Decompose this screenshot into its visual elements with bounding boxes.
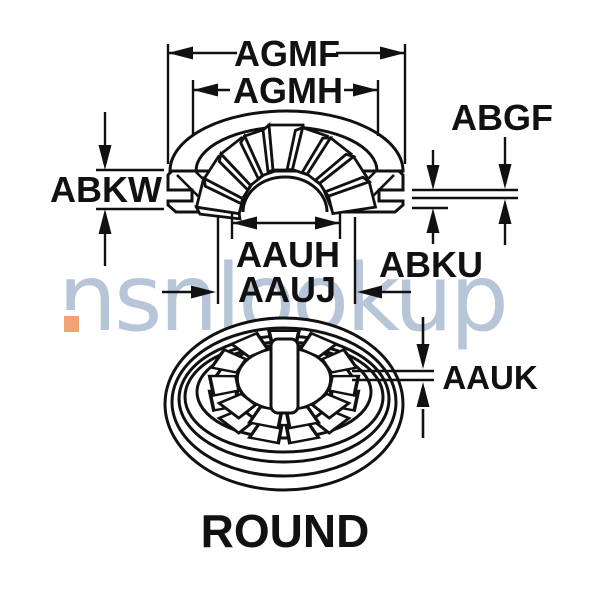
aauj-arrow-right bbox=[357, 285, 382, 299]
abku-dimension bbox=[426, 150, 440, 244]
aauh-dimension bbox=[230, 213, 342, 239]
agmh-arrow-left bbox=[193, 83, 218, 97]
spline-teeth bbox=[194, 122, 378, 221]
label-abkw: ABKW bbox=[50, 169, 162, 210]
label-aauk: AAUK bbox=[442, 359, 537, 396]
agmf-arrow-left bbox=[168, 46, 193, 60]
lip-reference-lines bbox=[412, 188, 518, 210]
label-aauh: AAUH bbox=[236, 234, 340, 275]
abgf-arrow-up bbox=[498, 199, 512, 224]
spline-tooth bbox=[202, 154, 255, 206]
aauj-arrow-left bbox=[191, 285, 216, 299]
aauh-arrow-right bbox=[315, 216, 340, 230]
abku-arrow-up bbox=[426, 208, 440, 233]
gear-teeth-top bbox=[207, 329, 361, 430]
label-aauj: AAUJ bbox=[238, 269, 336, 310]
label-abku: ABKU bbox=[379, 244, 483, 285]
abgf-dimension bbox=[498, 137, 512, 245]
aauk-dimension bbox=[352, 317, 434, 438]
abkw-dimension bbox=[96, 112, 164, 266]
watermark-gap bbox=[61, 310, 81, 316]
label-abgf: ABGF bbox=[451, 97, 553, 138]
gear-center-slot bbox=[269, 337, 300, 415]
abkw-arrow-up bbox=[98, 209, 112, 234]
abku-arrow-down bbox=[426, 165, 440, 190]
aauk-arrow-up-head bbox=[416, 382, 430, 407]
agmf-arrow-right bbox=[380, 46, 405, 60]
label-agmh: AGMH bbox=[233, 70, 343, 111]
aauk-arrow-down-head bbox=[416, 344, 430, 369]
label-agmf: AGMF bbox=[234, 33, 340, 74]
shape-caption: ROUND bbox=[201, 505, 370, 557]
abkw-arrow-down bbox=[98, 145, 112, 170]
bore-arc bbox=[241, 175, 329, 213]
agmh-arrow-right bbox=[353, 83, 378, 97]
spline-tooth bbox=[285, 125, 330, 178]
agmh-dimension bbox=[191, 80, 380, 136]
round-view-figure bbox=[163, 316, 405, 492]
aauh-arrow-left bbox=[232, 216, 257, 230]
abgf-arrow-down bbox=[498, 164, 512, 189]
agmf-dimension bbox=[166, 44, 407, 164]
aauj-dimension bbox=[162, 217, 411, 304]
spline-tooth bbox=[323, 175, 378, 216]
watermark-accent-square bbox=[64, 316, 79, 332]
cross-section-figure bbox=[166, 109, 405, 221]
